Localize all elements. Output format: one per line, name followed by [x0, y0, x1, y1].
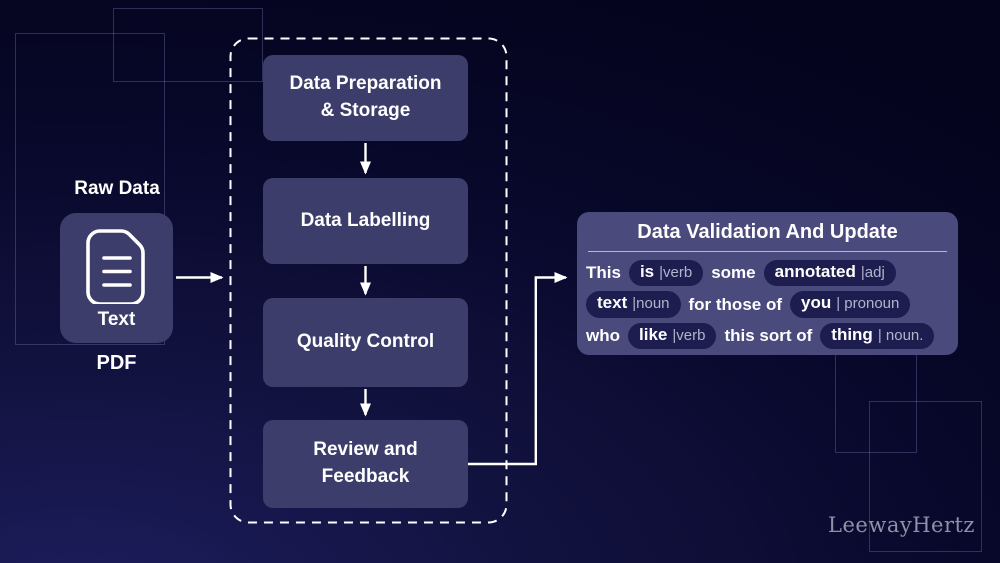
- token-word: for those of: [688, 294, 783, 314]
- annotated-text-line: who like|verb this sort of thing| noun.: [586, 322, 949, 350]
- pipeline-step-quality-control: Quality Control: [263, 298, 468, 387]
- token-pill: like|verb: [628, 322, 717, 350]
- decor-rectangle: [15, 33, 165, 345]
- pipeline-dashed-container: [229, 37, 508, 524]
- pipeline-step-data-labelling: Data Labelling: [263, 178, 468, 264]
- token-pill: you| pronoun: [790, 291, 911, 318]
- raw-data-file-card: Text: [60, 213, 173, 343]
- token-pill: text|noun: [586, 291, 681, 318]
- connector-review-to-validation: [468, 272, 568, 466]
- validation-panel-title: Data Validation And Update: [637, 221, 898, 243]
- panel-title-divider: [588, 251, 947, 252]
- token-word: some: [711, 263, 756, 283]
- document-icon: [85, 228, 145, 304]
- decor-rectangle: [113, 8, 263, 82]
- token-pill: is|verb: [628, 260, 704, 287]
- raw-data-heading: Raw Data: [74, 178, 160, 199]
- token-word: this sort of: [724, 325, 813, 345]
- annotated-text-line: text|noun for those of you| pronoun: [586, 291, 949, 318]
- token-word: This: [586, 263, 621, 283]
- token-pill: thing| noun.: [820, 322, 935, 350]
- pipeline-step-data-preparation: Data Preparation & Storage: [263, 55, 468, 141]
- file-text-label: Text: [97, 308, 136, 330]
- token-pill: annotated|adj: [763, 260, 896, 287]
- validation-panel: Data Validation And Update This is|verb so…: [577, 212, 958, 355]
- decor-rectangle: [869, 401, 982, 552]
- annotated-text-line: This is|verb some annotated|adj: [586, 260, 949, 287]
- file-type-label: PDF: [96, 352, 137, 374]
- brand-watermark: LeewayHertz: [828, 513, 975, 537]
- pipeline-step-review-feedback: Review and Feedback: [263, 420, 468, 508]
- token-word: who: [586, 325, 620, 345]
